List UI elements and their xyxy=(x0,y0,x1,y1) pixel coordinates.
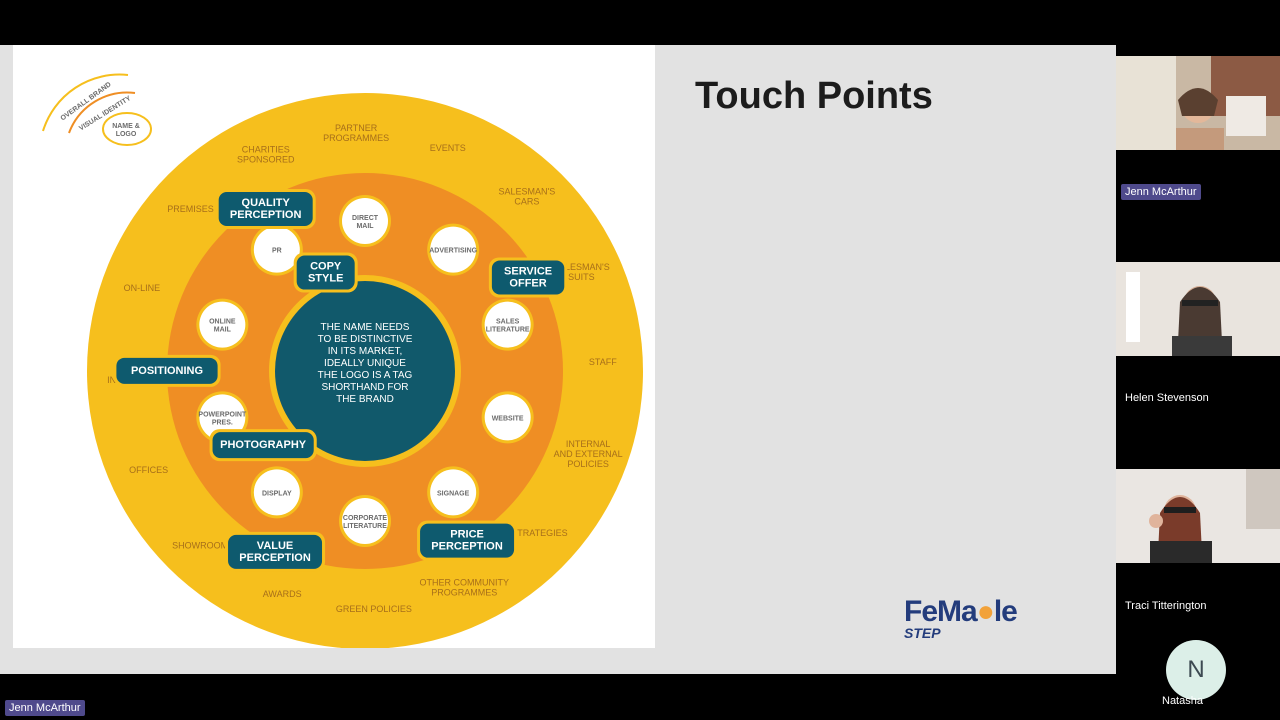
touchpoint-badge xyxy=(218,192,313,227)
inner-touchpoint-circle xyxy=(430,226,477,273)
touchpoint-badge xyxy=(420,523,515,558)
touchpoint-badge-label: POSITIONING xyxy=(131,365,203,377)
touchpoint-badge xyxy=(296,255,355,290)
inner-touchpoint-circle xyxy=(484,394,531,441)
participant-name-helen: Helen Stevenson xyxy=(1125,392,1209,404)
inner-touchpoint-circle xyxy=(484,301,531,348)
participant-video-helen xyxy=(1116,262,1280,356)
inner-touchpoint-circle xyxy=(253,469,300,516)
logo-word-part1: FeMa xyxy=(904,595,978,628)
female-step-logo: FeMa●le STEP xyxy=(904,595,1064,655)
touchpoint-badge xyxy=(228,534,323,569)
inner-touchpoint-circle xyxy=(342,498,388,544)
touchpoint-badge-label: PHOTOGRAPHY xyxy=(220,439,307,451)
inner-touchpoint-label: WEBSITE xyxy=(492,415,524,422)
outer-touchpoint-label: GREEN POLICIES xyxy=(336,604,412,614)
outer-touchpoint-label: PREMISES xyxy=(167,204,214,214)
participant-avatar-natasha[interactable]: N xyxy=(1166,640,1226,700)
participant-name-jenn: Jenn McArthur xyxy=(1121,184,1201,200)
outer-touchpoint-label: OFFICES xyxy=(129,465,168,475)
legend-arc-overall xyxy=(42,73,129,132)
video-tile-traci[interactable] xyxy=(1116,469,1280,563)
inner-touchpoint-circle xyxy=(253,226,300,273)
speaker-name-badge: Jenn McArthur xyxy=(1121,184,1201,200)
participant-name-traci: Traci Titterington xyxy=(1125,600,1207,612)
slide-title: Touch Points xyxy=(695,75,933,117)
participant-video-traci xyxy=(1116,469,1280,563)
legend-label: NAME &LOGO xyxy=(112,123,140,138)
participant-video-jenn xyxy=(1116,56,1280,150)
outer-touchpoint-label: SHOWROOMS xyxy=(172,540,234,550)
outer-touchpoint-label: STAFF xyxy=(589,357,617,367)
outer-touchpoint-label: ON-LINE xyxy=(124,283,161,293)
touchpoint-badge xyxy=(491,260,565,295)
inner-touchpoint-circle xyxy=(430,469,477,516)
inner-touchpoint-circle xyxy=(199,301,246,348)
logo-bulb-icon: ● xyxy=(976,595,995,628)
inner-touchpoint-label: SIGNAGE xyxy=(437,490,470,497)
inner-touchpoint-label: PR xyxy=(272,248,282,255)
touchpoint-badge xyxy=(212,432,314,459)
presenter-label: Jenn McArthur xyxy=(5,700,85,716)
logo-wordmark: FeMa●le xyxy=(904,595,1064,629)
outer-touchpoint-label: AWARDS xyxy=(263,589,302,599)
video-tile-jenn[interactable] xyxy=(1116,56,1280,150)
inner-touchpoint-circle xyxy=(199,394,246,441)
inner-touchpoint-circle xyxy=(342,198,388,244)
video-tile-helen[interactable] xyxy=(1116,262,1280,356)
outer-touchpoint-label: STRATEGIES xyxy=(511,528,567,538)
legend-arc-visual xyxy=(68,91,136,134)
touchpoint-badge xyxy=(116,357,218,384)
participant-name-natasha: Natasha xyxy=(1162,695,1203,707)
legend-name-logo-oval xyxy=(102,112,152,146)
logo-word-part2: le xyxy=(993,595,1018,628)
inner-touchpoint-label: ADVERTISING xyxy=(429,248,477,255)
center-circle xyxy=(275,281,455,461)
inner-touchpoint-label: DISPLAY xyxy=(262,490,292,497)
outer-touchpoint-label: EVENTS xyxy=(430,143,466,153)
logo-subtitle: STEP xyxy=(904,625,941,641)
